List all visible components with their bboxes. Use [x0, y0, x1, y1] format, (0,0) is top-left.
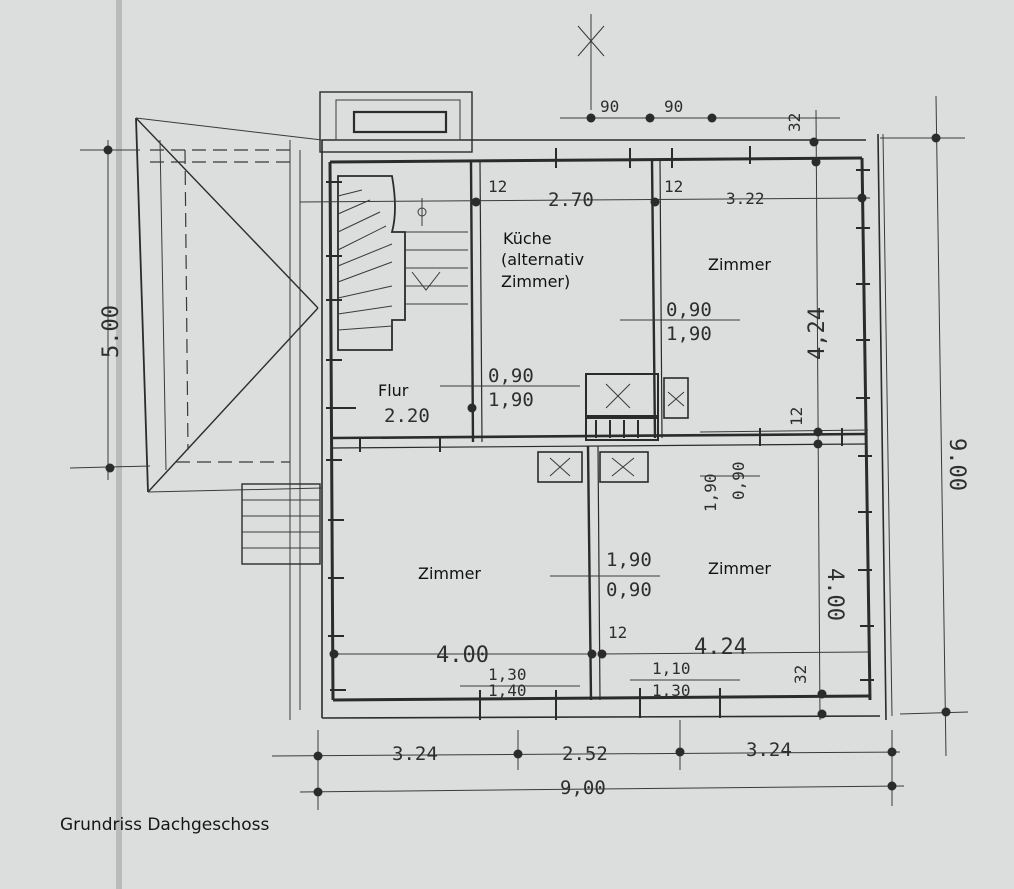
dim-window-se-2: 1,30 — [652, 681, 691, 700]
dim-window-sw-1: 1,30 — [488, 665, 527, 684]
dim-top-32: 32 — [785, 113, 804, 132]
dim-height-room-ne: 4,24 — [805, 307, 830, 360]
dim-top-90-a: 90 — [600, 97, 619, 116]
dim-door-ne-width: 0,90 — [666, 299, 712, 321]
interior-walls — [332, 159, 867, 701]
chimney-shafts — [537, 373, 689, 483]
dim-width-room-se: 4.24 — [694, 635, 747, 660]
dim-door-se-width: 0,90 — [729, 461, 748, 500]
dim-window-se-1: 1,10 — [652, 659, 691, 678]
dim-window-sw-2: 1,40 — [488, 681, 527, 700]
dim-width-room-ne: 3.22 — [726, 189, 765, 208]
dim-width-room-sw: 4.00 — [436, 643, 489, 668]
dim-top-90-b: 90 — [664, 97, 683, 116]
dimension-points — [103, 113, 951, 797]
dim-bottom-mid: 2.52 — [562, 743, 608, 765]
room-label-zimmer-se: Zimmer — [708, 559, 771, 578]
dim-door-hall-height: 1,90 — [488, 389, 534, 411]
dim-width-hall: 2.20 — [384, 405, 430, 427]
dim-door-ne-height: 1,90 — [666, 323, 712, 345]
dim-wall-12-c: 12 — [787, 407, 806, 426]
room-label-hall: Flur — [378, 381, 409, 400]
plan-caption: Grundriss Dachgeschoss — [60, 815, 270, 835]
dimension-lines — [69, 95, 969, 810]
room-label-kitchen: Küche — [503, 229, 552, 248]
dim-door-hall-width: 0,90 — [488, 365, 534, 387]
dim-right-total: 9.00 — [944, 438, 969, 491]
dim-height-room-se: 4.00 — [822, 568, 847, 621]
dim-wall-12-d: 12 — [608, 623, 627, 642]
dim-wall-12-b: 12 — [664, 177, 683, 196]
room-label-kitchen-alt-1: (alternativ — [501, 250, 584, 269]
north-cross-icon — [577, 14, 605, 110]
dormer-outline — [319, 91, 473, 153]
staircase — [337, 175, 468, 351]
dim-bottom-total: 9,00 — [560, 777, 606, 799]
room-label-zimmer-sw: Zimmer — [418, 564, 481, 583]
room-label-zimmer-ne: Zimmer — [708, 255, 771, 274]
dim-width-kitchen: 2.70 — [548, 189, 594, 211]
dim-door-sw-height: 1,90 — [606, 549, 652, 571]
dim-wall-12-a: 12 — [488, 177, 507, 196]
exterior-walls — [289, 133, 893, 721]
dim-door-se-height: 1,90 — [701, 473, 720, 512]
wall-ticks — [326, 146, 874, 720]
dim-bottom-left: 3.24 — [392, 743, 438, 765]
external-steps — [241, 483, 321, 565]
dim-door-sw-width: 0,90 — [606, 579, 652, 601]
dim-left-height: 5.00 — [99, 305, 124, 358]
dim-bottom-right: 3.24 — [746, 739, 792, 761]
dim-bottom-32: 32 — [791, 665, 810, 684]
roof-outline — [135, 117, 323, 493]
room-label-kitchen-alt-2: Zimmer) — [501, 272, 570, 291]
